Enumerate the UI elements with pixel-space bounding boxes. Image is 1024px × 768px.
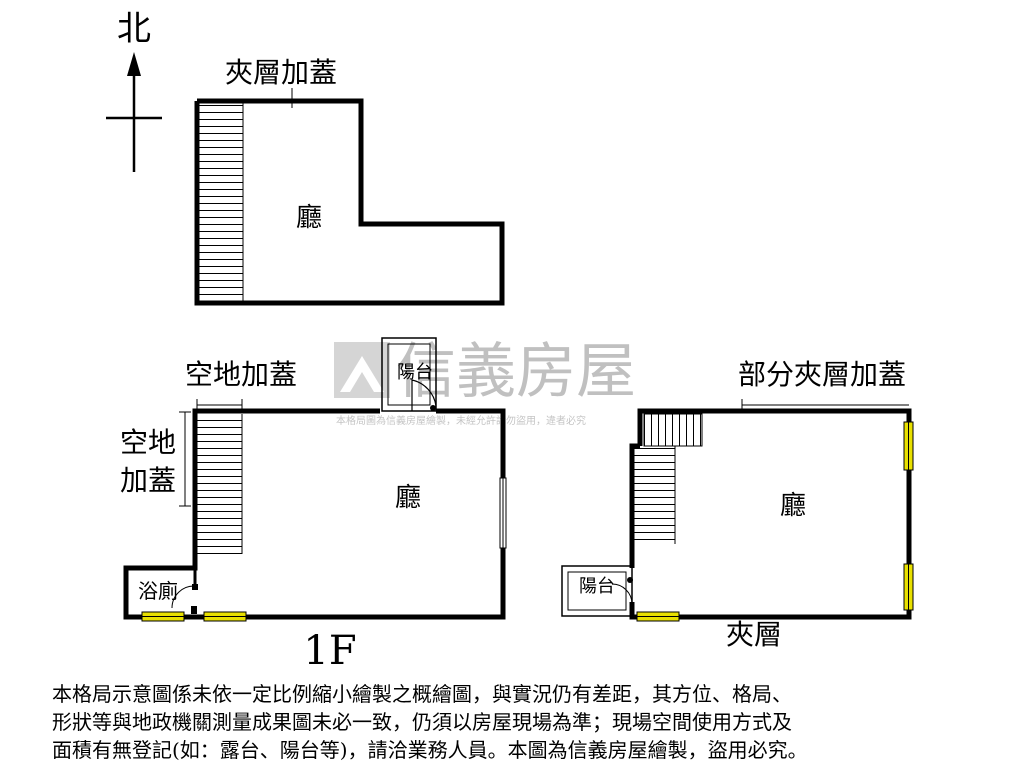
disclaimer-line-3: 面積有無登記(如：露台、陽台等)，請洽業務人員。本圖為信義房屋繪製，盜用必究。	[52, 738, 808, 762]
first-floor-side-extension-line2: 加蓋	[120, 464, 176, 497]
watermark-notice: 本格局圖為信義房屋繪製，未經允許請勿盜用，違者必究	[336, 414, 586, 427]
first-floor-side-extension-line1: 空地	[120, 426, 176, 459]
disclaimer-note: 本格局示意圖係未依一定比例縮小繪製之概繪圖，與實況仍有差距，其方位、格局、 形狀…	[52, 680, 1012, 764]
first-floor-balcony	[381, 337, 437, 412]
partial-mezzanine-title: 部分夾層加蓋	[738, 358, 906, 391]
first-floor-walls	[123, 408, 506, 620]
disclaimer-line-2: 形狀等與地政機關測量成果圖未必一致，仍須以房屋現場為準；現場空間使用方式及	[52, 710, 792, 734]
mezzanine-title: 夾層加蓋	[225, 56, 337, 89]
mezzanine-room-label: 廳	[296, 203, 322, 233]
mezzanine-plan	[194, 88, 505, 306]
balcony-door-icon	[411, 379, 437, 411]
partial-mezzanine-room-label: 廳	[780, 491, 806, 521]
first-floor-extension-label: 空地加蓋	[185, 358, 297, 391]
staircase-icon	[198, 103, 243, 301]
staircase-icon	[197, 414, 242, 554]
staircase-icon	[644, 414, 702, 446]
staircase-icon	[633, 446, 675, 544]
north-compass-icon	[106, 52, 162, 172]
bath-kitchen-label: 浴廁	[138, 579, 178, 603]
partial-mezzanine-balcony-label: 陽台	[579, 576, 615, 597]
first-floor-room-label: 廳	[395, 483, 421, 513]
first-floor-balcony-label: 陽台	[397, 362, 433, 383]
mezzanine-level-label: 夾層	[726, 618, 782, 651]
brand-watermark	[334, 342, 390, 398]
first-floor-plan	[123, 337, 507, 622]
disclaimer-line-1: 本格局示意圖係未依一定比例縮小繪製之概繪圖，與實況仍有差距，其方位、格局、	[52, 682, 792, 706]
floor-plan-diagram: 北 夾層加蓋 廳 信義房屋 本格局圖為信義房屋繪製，未經允許請勿盜用，違者必究	[106, 9, 914, 674]
first-floor-level-label: 1F	[303, 628, 356, 674]
partial-mezzanine-plan	[561, 399, 914, 622]
north-label: 北	[117, 9, 151, 49]
mezzanine-walls	[194, 98, 505, 306]
partial-mezzanine-balcony	[561, 565, 633, 617]
